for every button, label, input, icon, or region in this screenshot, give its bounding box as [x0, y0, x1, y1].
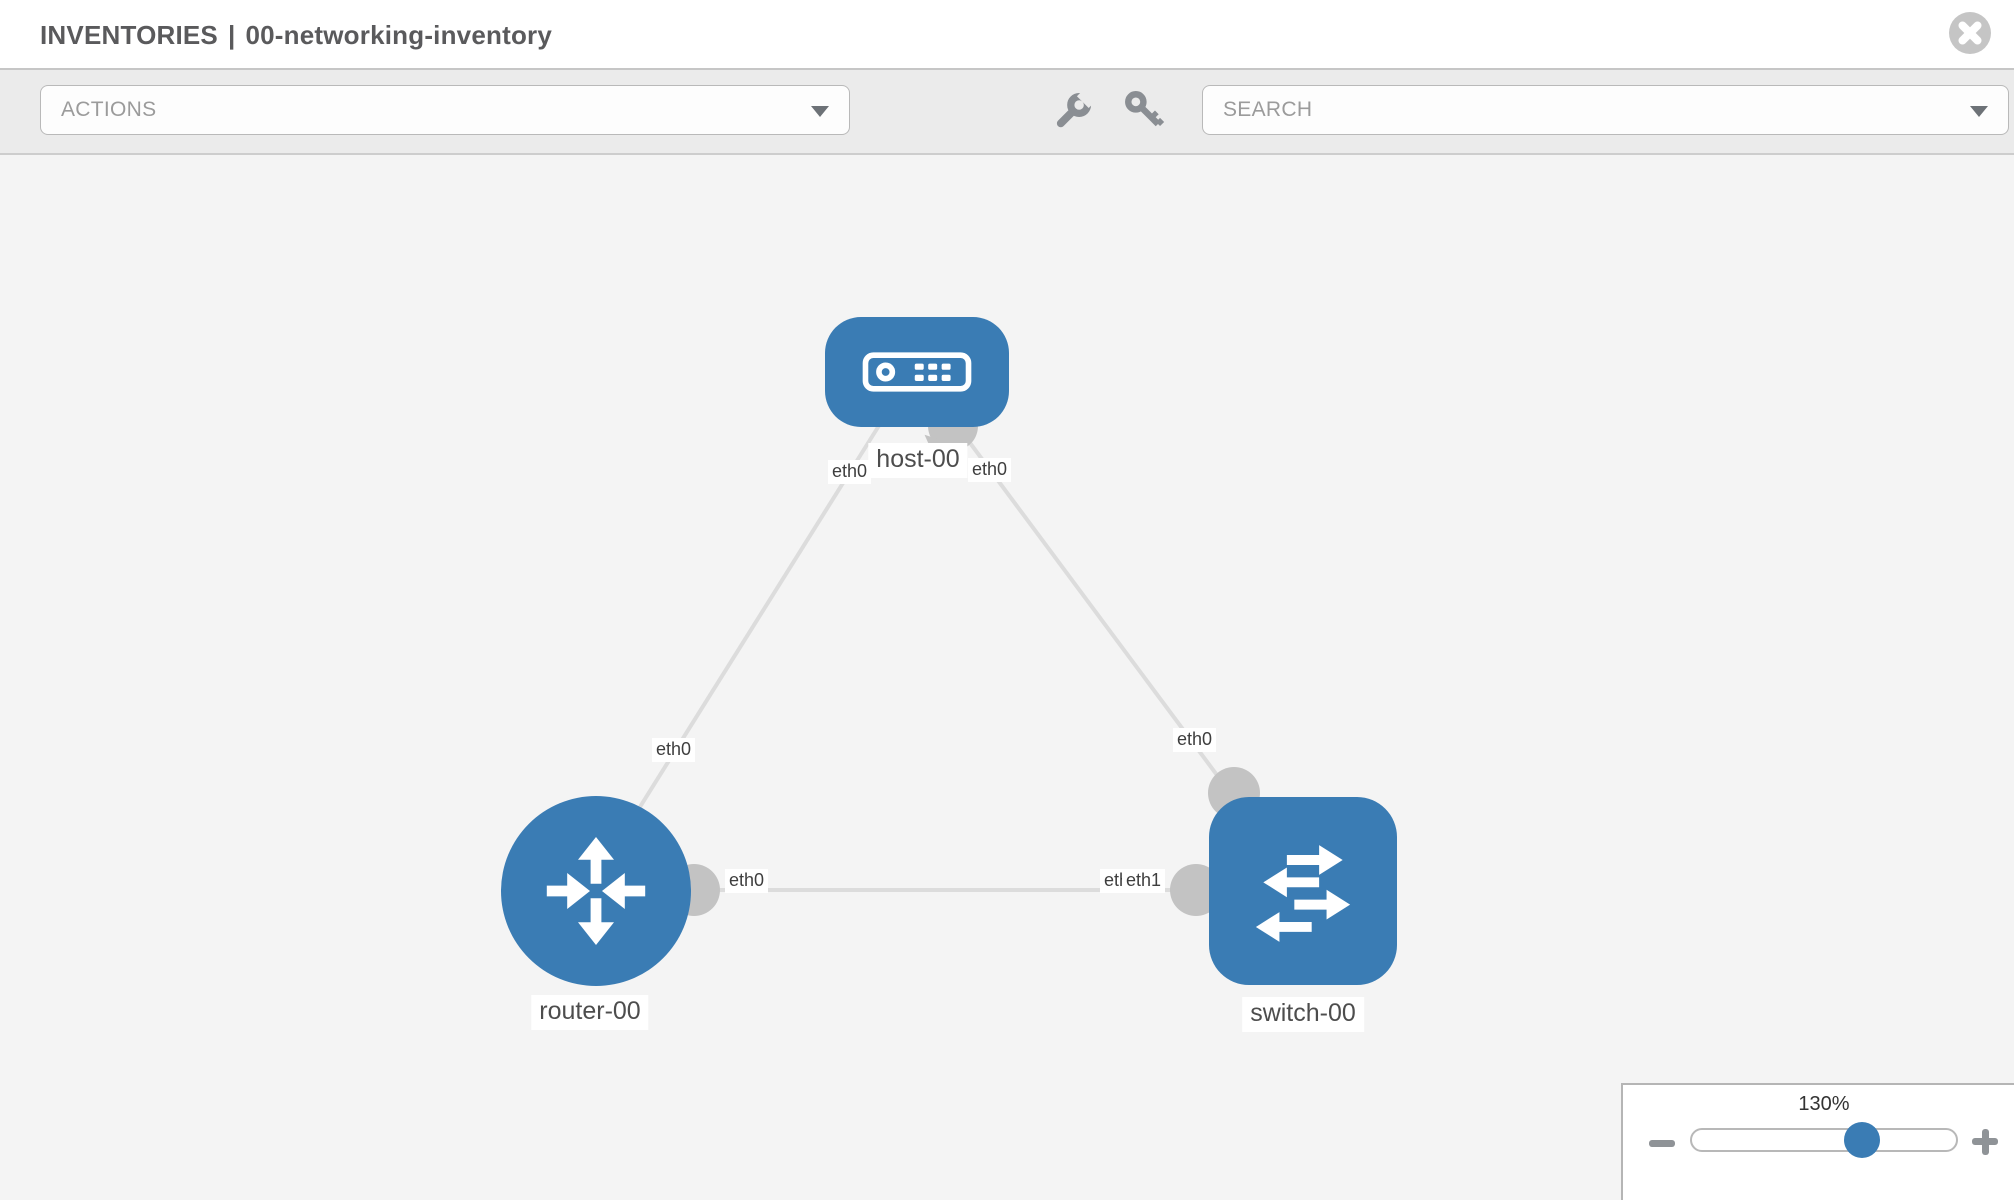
node-host-00[interactable]	[825, 317, 1009, 427]
interface-label-host-eth0-to-router: eth0	[828, 460, 872, 484]
zoom-out-button[interactable]	[1649, 1134, 1677, 1154]
node-label-router-00: router-00	[531, 995, 649, 1030]
interface-label-router-eth0-to-switch: eth0	[725, 869, 769, 893]
wrench-icon	[1056, 90, 1093, 128]
switch-icon	[1255, 845, 1351, 942]
interface-label-switch-eth0-to-host: eth0	[1173, 728, 1217, 752]
search-dropdown[interactable]: SEARCH	[1202, 85, 2009, 135]
zoom-slider-track[interactable]	[1690, 1122, 1958, 1158]
zoom-level-value: 130%	[1798, 1093, 1850, 1115]
router-icon	[546, 837, 646, 945]
zoom-slider-thumb[interactable]	[1844, 1122, 1880, 1158]
search-dropdown-label: SEARCH	[1223, 98, 1313, 121]
zoom-in-button[interactable]	[1971, 1127, 2001, 1157]
host-icon	[862, 352, 972, 392]
actions-dropdown-label: ACTIONS	[61, 98, 157, 121]
interface-label-host-eth0-to-switch: eth0	[968, 458, 1012, 482]
chevron-down-icon	[811, 106, 829, 117]
topology-links	[596, 414, 1303, 892]
node-label-switch-00: switch-00	[1242, 997, 1364, 1032]
zoom-panel: 130%	[1621, 1083, 2014, 1200]
header: INVENTORIES | 00-networking-inventory	[0, 0, 2014, 70]
close-icon	[1949, 12, 1991, 54]
page-title: INVENTORIES | 00-networking-inventory	[40, 0, 552, 70]
page-title-section: INVENTORIES	[40, 20, 218, 50]
page-title-divider: |	[227, 20, 236, 50]
key-icon	[1125, 91, 1165, 127]
interface-label-switch-eth1-to-router: eth1	[1122, 869, 1166, 893]
toolbar: ACTIONS SEARCH	[0, 70, 2014, 155]
inventory-name: 00-networking-inventory	[245, 20, 553, 50]
plus-icon	[1981, 1128, 1989, 1155]
interface-label-router-eth0-to-host: eth0	[652, 738, 696, 762]
minus-icon	[1649, 1140, 1675, 1147]
node-router-00[interactable]	[501, 796, 691, 986]
chevron-down-icon	[1970, 106, 1988, 117]
close-button[interactable]	[1948, 11, 1992, 55]
node-switch-00[interactable]	[1209, 797, 1397, 985]
topology-canvas[interactable]: host-00 router-00 switch-00 eth0 eth0 et…	[0, 155, 2014, 1200]
actions-dropdown[interactable]: ACTIONS	[40, 85, 850, 135]
tools-key-button[interactable]	[1116, 85, 1172, 135]
node-label-host-00: host-00	[868, 443, 968, 478]
tools-wrench-button[interactable]	[1045, 85, 1101, 135]
